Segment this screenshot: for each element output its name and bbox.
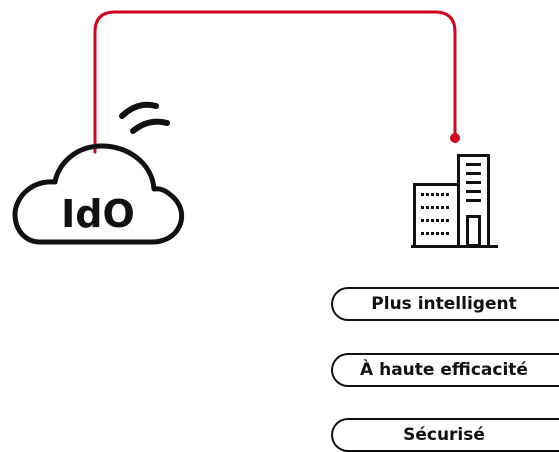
benefit-pill-smarter: Plus intelligent bbox=[331, 287, 559, 321]
connector-line bbox=[93, 10, 457, 154]
connector-dot bbox=[450, 133, 460, 143]
cloud-icon bbox=[12, 143, 185, 245]
wifi-icon bbox=[119, 101, 170, 134]
building-icon bbox=[411, 154, 498, 248]
cloud-label: IdO bbox=[61, 192, 135, 236]
benefit-pill-secure: Sécurisé bbox=[331, 418, 559, 452]
benefit-pill-efficient: À haute efficacité bbox=[331, 353, 559, 387]
